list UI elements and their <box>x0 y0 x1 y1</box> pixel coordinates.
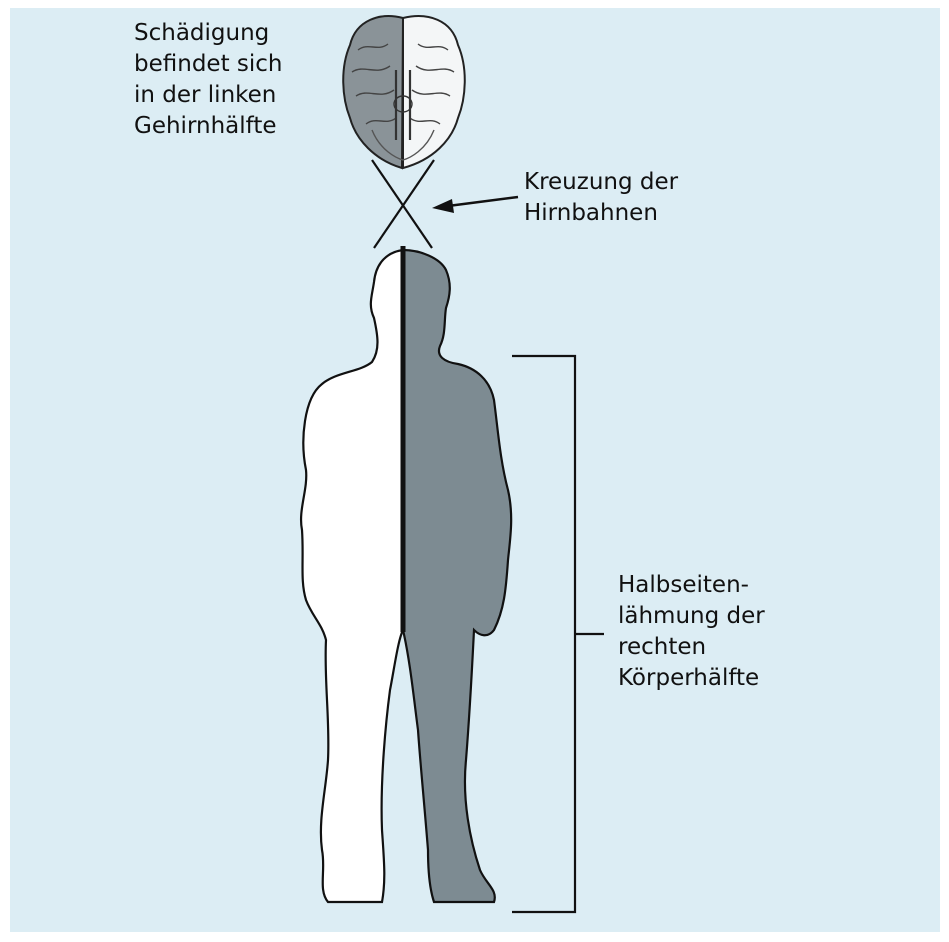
figure-right-half <box>403 250 511 902</box>
human-figure <box>301 246 511 902</box>
figure-left-half <box>301 250 403 902</box>
bracket <box>512 356 604 912</box>
damage-label: Schädigung befindet sich in der linken G… <box>134 18 283 142</box>
left-arrow-icon <box>432 197 518 213</box>
brain-left-hemisphere <box>343 16 403 168</box>
brain-right-hemisphere <box>403 16 465 168</box>
crossing-label: Kreuzung der Hirnbahnen <box>524 167 678 229</box>
brain-icon <box>343 16 465 168</box>
paralysis-label: Halbseiten- lähmung der rechten Körperhä… <box>618 570 765 694</box>
crossing-pathways <box>372 160 434 248</box>
